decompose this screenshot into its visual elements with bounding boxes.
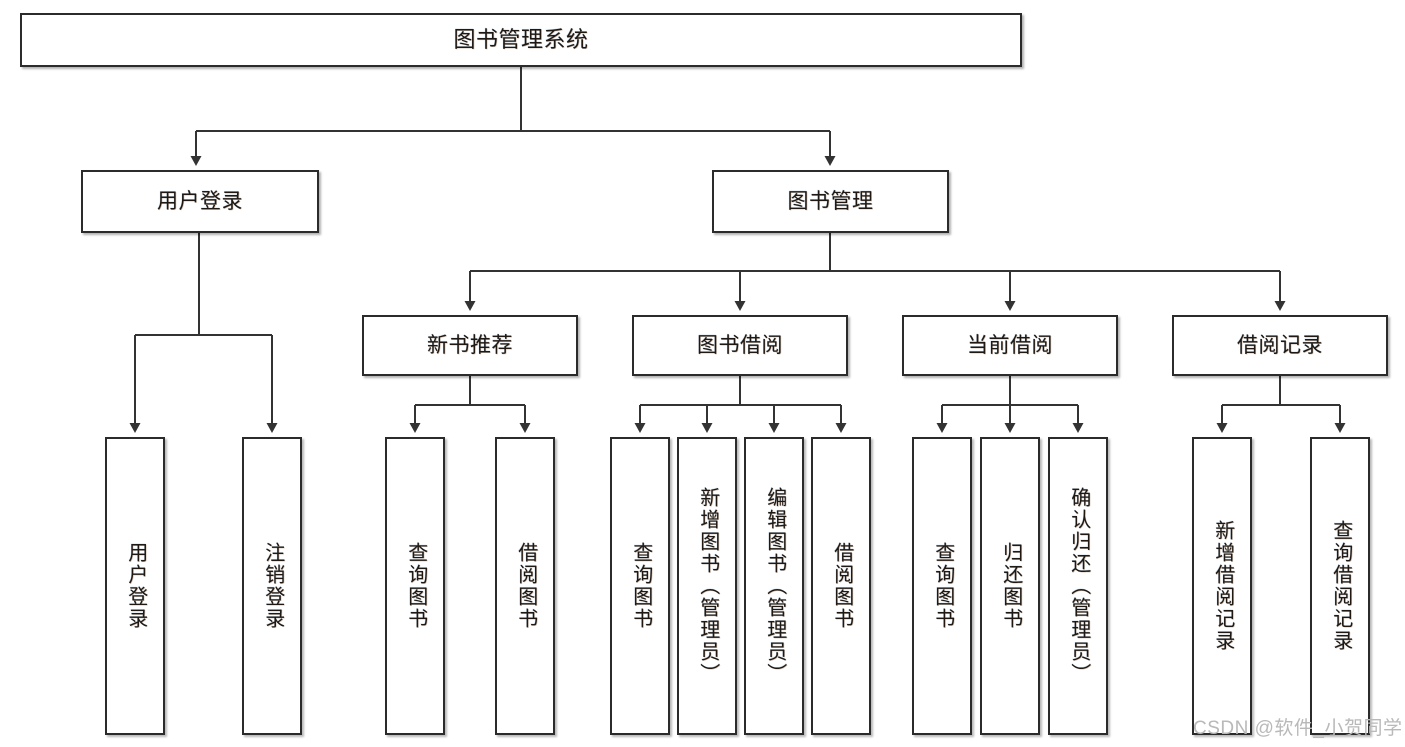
node-label: 图书管理系统 — [453, 26, 589, 52]
node-label: 编辑图书（管理员） — [763, 487, 786, 685]
node-leaf-user-logout[interactable]: 注销登录 — [242, 437, 302, 735]
node-label: 查询图书 — [931, 542, 954, 630]
node-current-borrow[interactable]: 当前借阅 — [902, 315, 1118, 376]
node-new-book-recommend[interactable]: 新书推荐 — [362, 315, 578, 376]
node-label: 借阅图书 — [514, 542, 537, 630]
node-label: 借阅记录 — [1237, 333, 1323, 357]
csdn-watermark: CSDN @软件_小贺同学 — [1193, 718, 1403, 739]
node-leaf-borrow-book-1[interactable]: 借阅图书 — [495, 437, 555, 735]
node-leaf-query-book-3[interactable]: 查询图书 — [912, 437, 972, 735]
node-label: 查询图书 — [629, 542, 652, 630]
node-label: 当前借阅 — [967, 333, 1053, 357]
node-label: 用户登录 — [124, 542, 147, 630]
node-root-book-management-system[interactable]: 图书管理系统 — [20, 13, 1022, 67]
node-borrow-record[interactable]: 借阅记录 — [1172, 315, 1388, 376]
node-leaf-user-login[interactable]: 用户登录 — [105, 437, 165, 735]
node-label: 新增借阅记录 — [1211, 520, 1234, 652]
node-leaf-query-book-1[interactable]: 查询图书 — [385, 437, 445, 735]
node-label: 新增图书（管理员） — [696, 487, 719, 685]
node-label: 确认归还（管理员） — [1067, 487, 1090, 685]
node-label: 借阅图书 — [830, 542, 853, 630]
node-leaf-confirm-return[interactable]: 确认归还（管理员） — [1048, 437, 1108, 735]
node-label: 查询借阅记录 — [1329, 520, 1352, 652]
node-label: 归还图书 — [999, 542, 1022, 630]
node-label: 新书推荐 — [427, 333, 513, 357]
node-leaf-add-record[interactable]: 新增借阅记录 — [1192, 437, 1252, 735]
node-leaf-return-book[interactable]: 归还图书 — [980, 437, 1040, 735]
node-leaf-query-record[interactable]: 查询借阅记录 — [1310, 437, 1370, 735]
node-label: 用户登录 — [157, 189, 243, 213]
node-leaf-borrow-book-2[interactable]: 借阅图书 — [811, 437, 871, 735]
node-book-borrow[interactable]: 图书借阅 — [632, 315, 848, 376]
node-label: 图书借阅 — [697, 333, 783, 357]
node-label: 图书管理 — [787, 189, 874, 213]
node-leaf-query-book-2[interactable]: 查询图书 — [610, 437, 670, 735]
node-label: 注销登录 — [261, 542, 284, 630]
node-leaf-edit-book[interactable]: 编辑图书（管理员） — [744, 437, 804, 735]
node-book-management[interactable]: 图书管理 — [712, 170, 949, 233]
node-user-login[interactable]: 用户登录 — [81, 170, 319, 233]
node-label: 查询图书 — [404, 542, 427, 630]
node-leaf-add-book[interactable]: 新增图书（管理员） — [677, 437, 737, 735]
